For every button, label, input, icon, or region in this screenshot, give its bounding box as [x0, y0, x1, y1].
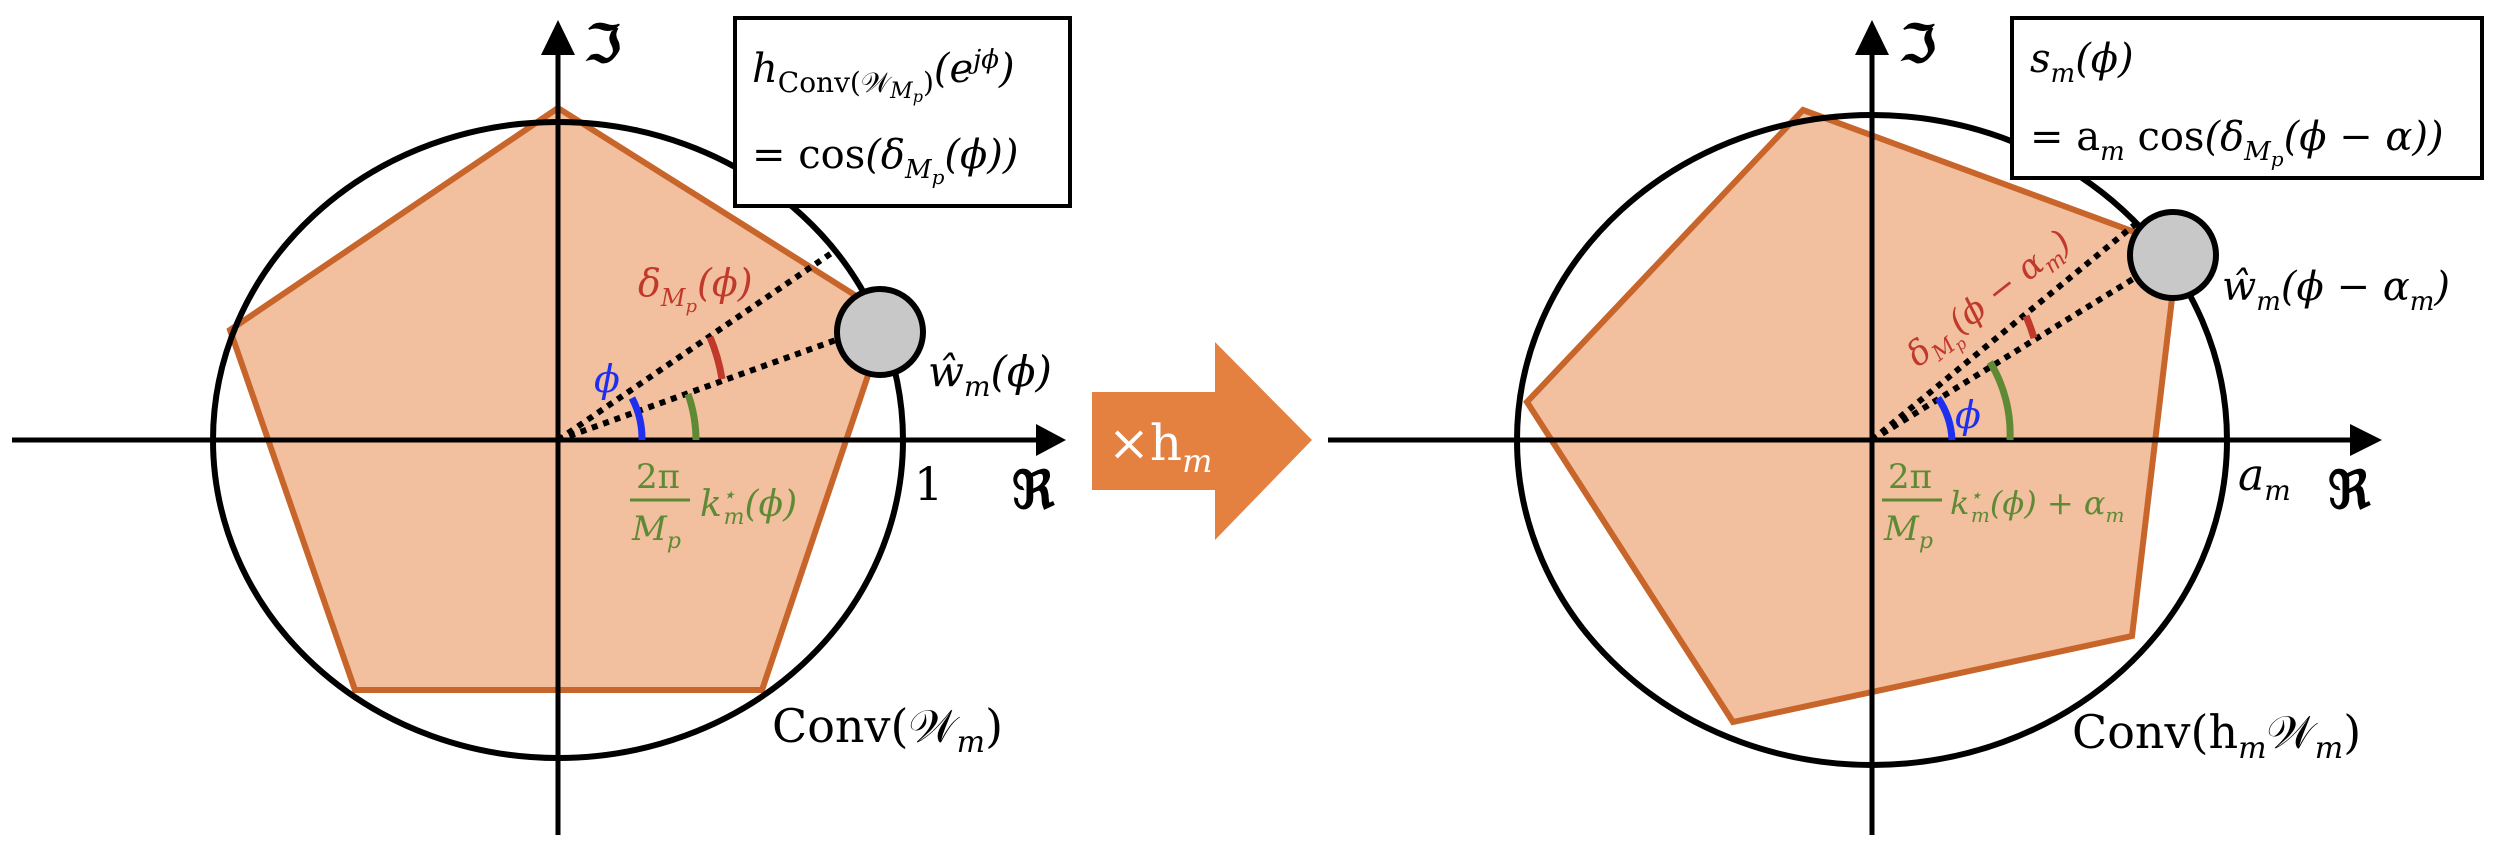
transform-arrow-label: ×hm: [1108, 414, 1212, 480]
left-k-label: 2π Mp k⋆m(ϕ): [630, 457, 797, 554]
left-ray-phi: [556, 247, 838, 443]
left-k-term: k⋆m(ϕ): [700, 483, 797, 530]
left-phi-arc: [628, 396, 646, 441]
right-set-label: Conv(hm𝒲m): [2072, 705, 2361, 766]
right-delta-arc: [2022, 314, 2038, 340]
left-formula-box: [733, 16, 1072, 208]
right-phi-label: ϕ: [1955, 393, 1981, 437]
left-phi-label: ϕ: [594, 357, 620, 401]
right-phi-arc: [1935, 396, 1956, 441]
right-real-axis-label: ℜ: [2328, 460, 2371, 521]
left-k-numerator: 2π: [636, 457, 680, 497]
transform-arrow: ×hm: [1092, 342, 1312, 540]
left-set-label: Conv(𝒲m): [772, 699, 1003, 760]
right-imag-axis-label: ℑ: [1900, 14, 1936, 75]
left-k-denominator: Mp: [631, 509, 681, 554]
left-delta-label: δMp(ϕ): [638, 261, 753, 317]
right-ray-phi: [1870, 219, 2140, 443]
left-delta-arc: [706, 335, 726, 380]
right-formula-line1: sm(ϕ): [2030, 36, 2134, 89]
right-imag-axis-arrowhead: [1855, 20, 1889, 55]
right-k-term: k⋆m(ϕ) + αm: [1950, 483, 2124, 527]
left-point-label: ŵm(ϕ): [928, 347, 1052, 403]
right-k-denominator: Mp: [1883, 509, 1933, 554]
left-panel: ℑ ℜ 1 hConv(𝒲Mp)(ejϕ) = cos(δMp(ϕ)) δMp(…: [12, 14, 1072, 835]
left-ray-vertex: [556, 319, 888, 443]
left-real-axis-arrowhead: [1036, 424, 1066, 456]
left-real-axis-label: ℜ: [1012, 460, 1055, 521]
right-real-axis-arrowhead: [2350, 424, 2382, 456]
right-k-numerator: 2π: [1888, 457, 1932, 497]
right-k-label: 2π Mp k⋆m(ϕ) + αm: [1882, 457, 2124, 554]
left-point-marker: [834, 286, 926, 378]
right-panel: ℑ ℜ am sm(ϕ) = am cos(δMp(ϕ − α)) δMp(ϕ …: [1328, 14, 2484, 835]
left-k-arc: [684, 392, 700, 441]
right-k-arc: [1986, 360, 2014, 441]
left-unit-label: 1: [914, 457, 943, 511]
transform-arrow-shape: [1092, 342, 1312, 540]
right-point-label: ŵm(ϕ − αm): [2222, 264, 2450, 317]
left-imag-axis-label: ℑ: [585, 14, 621, 75]
right-formula-line2: = am cos(δMp(ϕ − α)): [2030, 114, 2444, 171]
right-point-marker: [2127, 209, 2219, 301]
right-formula-box: [2010, 16, 2484, 180]
left-formula-line1: hConv(𝒲Mp)(ejϕ): [752, 45, 1015, 106]
right-pentagon: [1523, 106, 2182, 726]
left-imag-axis-arrowhead: [541, 20, 575, 55]
left-formula-line2: = cos(δMp(ϕ)): [752, 132, 1018, 189]
right-ray-vertex: [1870, 247, 2182, 443]
right-radius-label: am: [2238, 450, 2291, 507]
